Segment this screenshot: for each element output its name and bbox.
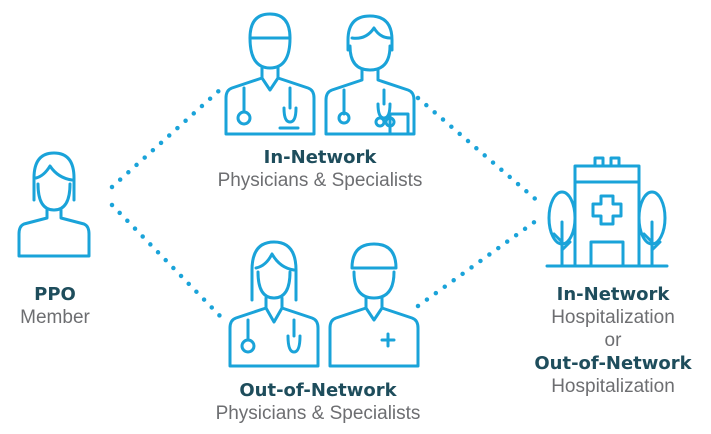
- out-network-physicians-title: Out-of-Network: [239, 380, 397, 401]
- link-in-network-to-hospital: [415, 95, 543, 206]
- hospital-in-network-subtitle: Hospitalization: [551, 307, 675, 328]
- link-member-to-in-network: [109, 85, 225, 190]
- member-icon: [17, 151, 91, 258]
- out-network-physicians-label: Out-of-Network Physicians & Specialists: [216, 379, 421, 425]
- member-title: PPO: [34, 284, 76, 305]
- hospital-out-network-subtitle: Hospitalization: [551, 376, 675, 397]
- hospital-icon: [545, 156, 669, 268]
- hospital-label: In-Network Hospitalization or Out-of-Net…: [534, 283, 691, 398]
- surgeon-icon: [224, 12, 316, 136]
- link-member-to-out-network: [109, 202, 225, 321]
- hospital-in-network-title: In-Network: [556, 284, 670, 305]
- link-out-network-to-hospital: [415, 215, 543, 309]
- member-label: PPO Member: [20, 283, 90, 329]
- female-doctor-icon: [228, 240, 320, 368]
- doctor-stethoscope-icon: [324, 14, 416, 136]
- member-subtitle: Member: [20, 307, 90, 328]
- in-network-physicians-title: In-Network: [263, 147, 377, 168]
- hospital-or-text: or: [604, 330, 622, 351]
- in-network-physicians-subtitle: Physicians & Specialists: [217, 170, 423, 191]
- in-network-physicians-label: In-Network Physicians & Specialists: [218, 146, 423, 192]
- hospital-out-network-title: Out-of-Network: [534, 353, 692, 374]
- out-network-physicians-subtitle: Physicians & Specialists: [215, 403, 421, 424]
- nurse-icon: [328, 242, 420, 368]
